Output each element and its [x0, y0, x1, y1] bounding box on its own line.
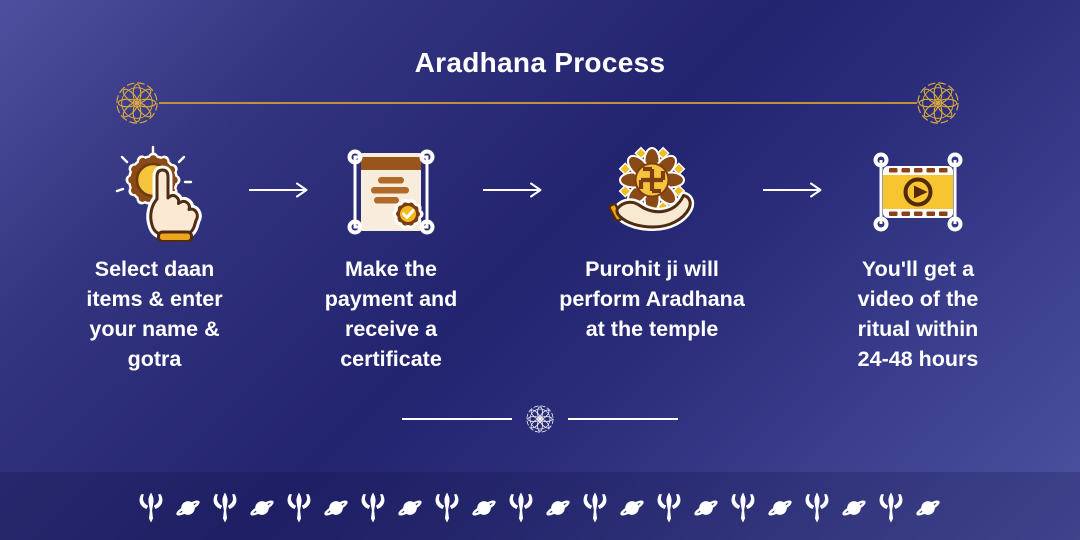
trident-icon	[360, 492, 386, 523]
step-purohit-aradhana: Purohit ji will perform Aradhana at the …	[525, 142, 779, 344]
certificate-icon	[347, 149, 435, 235]
divider-line	[568, 418, 678, 420]
video-film-icon	[873, 152, 963, 232]
trident-icon	[582, 492, 608, 523]
saturn-icon	[766, 494, 794, 522]
saturn-icon	[174, 494, 202, 522]
trident-icon	[212, 492, 238, 523]
trident-icon	[434, 492, 460, 523]
step-select-daan: Select daan items & enter your name & go…	[52, 142, 257, 374]
saturn-icon	[322, 494, 350, 522]
trident-icon	[286, 492, 312, 523]
flower-icon	[525, 404, 555, 434]
mandala-icon	[114, 80, 160, 126]
page-title: Aradhana Process	[414, 47, 666, 78]
step-label: Make the payment and receive a certifica…	[324, 257, 458, 371]
tap-icon	[115, 145, 202, 242]
saturn-icon	[544, 494, 572, 522]
trident-icon	[656, 492, 682, 523]
trident-icon	[138, 492, 164, 523]
saturn-icon	[618, 494, 646, 522]
trident-icon	[730, 492, 756, 523]
saturn-icon	[914, 494, 942, 522]
saturn-icon	[248, 494, 276, 522]
divider-line	[402, 418, 512, 420]
header-gold-line	[159, 102, 917, 104]
trident-icon	[878, 492, 904, 523]
footer-divider	[0, 404, 1080, 434]
saturn-icon	[470, 494, 498, 522]
step-payment-certificate: Make the payment and receive a certifica…	[284, 142, 498, 374]
saturn-icon	[840, 494, 868, 522]
step-label: Purohit ji will perform Aradhana at the …	[559, 257, 745, 341]
saturn-icon	[396, 494, 424, 522]
offering-flower-in-hand-icon	[608, 146, 695, 231]
saturn-icon	[692, 494, 720, 522]
step-video-delivery: You'll get a video of the ritual within …	[812, 142, 1024, 374]
footer-pattern	[0, 492, 1080, 523]
step-label: Select daan items & enter your name & go…	[86, 257, 223, 371]
trident-icon	[508, 492, 534, 523]
trident-icon	[804, 492, 830, 523]
step-label: You'll get a video of the ritual within …	[857, 257, 979, 371]
mandala-icon	[915, 80, 961, 126]
